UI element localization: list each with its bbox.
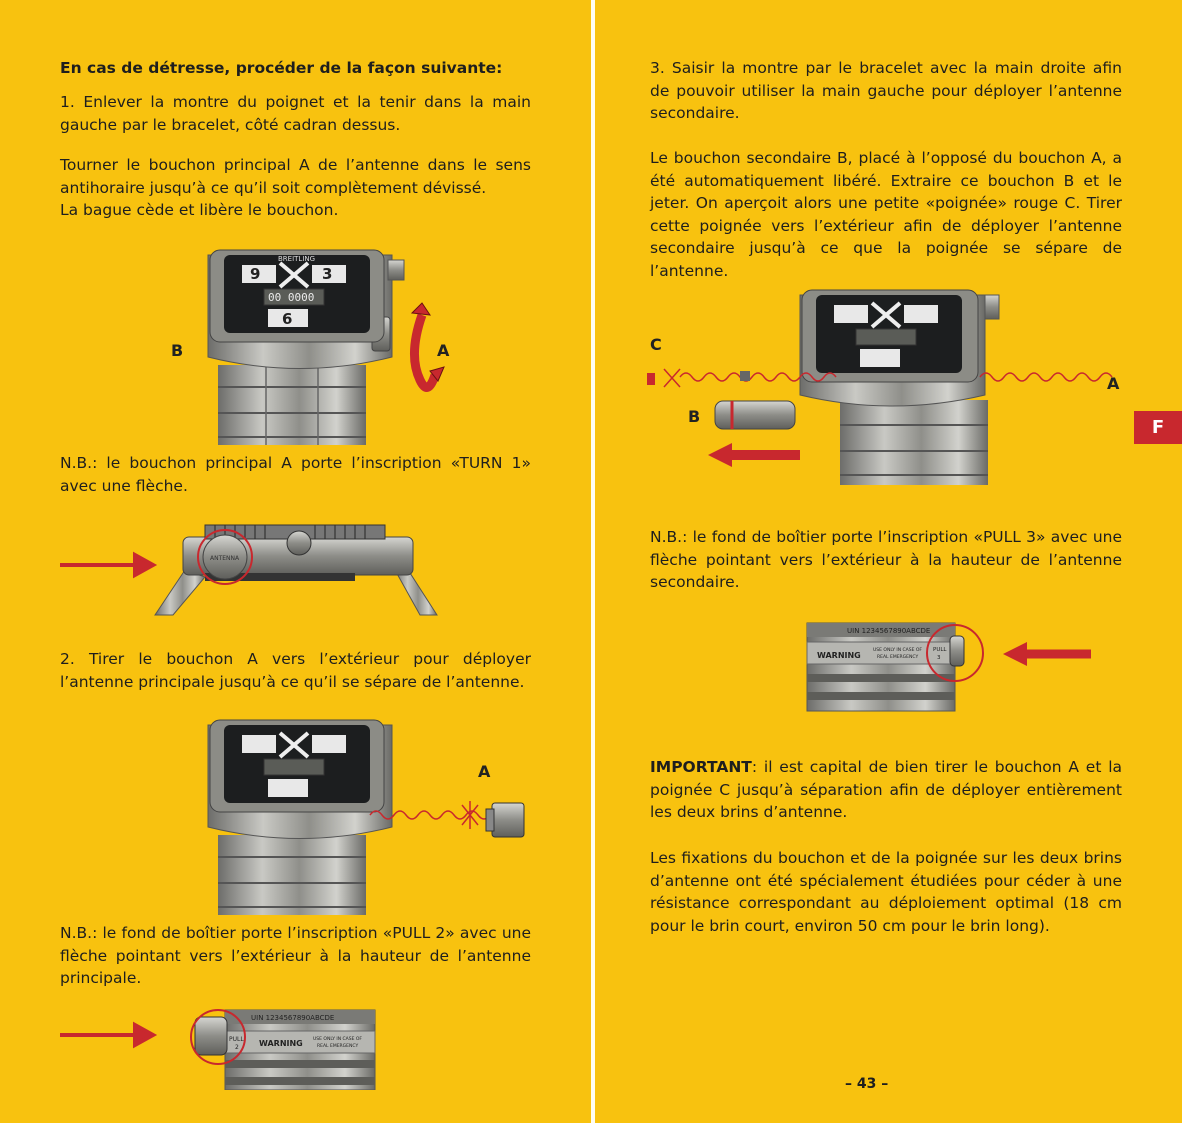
watch-side-figure: ANTENNA — [55, 515, 445, 620]
section-heading: En cas de détresse, procéder de la façon… — [60, 59, 503, 77]
label-a-pull: A — [478, 762, 491, 781]
important-paragraph: IMPORTANT: il est capital de bien tirer … — [650, 756, 1122, 824]
ring-release-text: La bague cède et libère le bouchon. — [60, 201, 339, 219]
turn-cap-paragraph: Tourner le bouchon principal A de l’ante… — [60, 154, 531, 222]
push-arrow-icon-2 — [60, 1021, 158, 1049]
watch-pull-illustration — [207, 719, 525, 915]
red-handle-c — [647, 373, 655, 385]
pull-2-number: 2 — [235, 1044, 239, 1051]
push-arrow-icon — [60, 551, 158, 579]
warning-engraving-2: WARNING — [817, 651, 861, 660]
secondary-cap-caseback — [949, 635, 965, 667]
important-text: : il est capital de bien tirer le boucho… — [650, 758, 1122, 821]
wire-anchor — [740, 371, 750, 381]
dial-digits: 00 0000 — [268, 291, 314, 304]
highlight-circle-3 — [926, 624, 984, 682]
antenna-cap-side — [202, 534, 248, 580]
step-3-paragraph: 3. Saisir la montre par le bracelet avec… — [650, 59, 1122, 122]
highlight-circle-2 — [190, 1009, 246, 1065]
watch-front-figure-turn: 00 0000 BREITLING 9 3 6 — [160, 245, 460, 445]
watch-side-illustration: ANTENNA — [60, 524, 438, 616]
emergency-engraving-2: REAL EMERGENCY — [877, 654, 918, 660]
secondary-antenna-wire — [679, 372, 837, 382]
hour-marker-6: 6 — [282, 310, 292, 328]
break-spark-icon-2 — [663, 368, 681, 388]
turn-cap-text: Tourner le bouchon principal A de l’ante… — [60, 156, 531, 197]
secondary-cap-paragraph: Le bouchon secondaire B, placé à l’oppos… — [650, 149, 1122, 280]
break-spark-icon — [461, 801, 479, 829]
label-a-right: A — [1107, 374, 1120, 393]
watch-secondary-antenna-figure — [640, 285, 1130, 485]
use-text-engraving: USE ONLY IN CASE OF — [313, 1036, 362, 1042]
label-b-right: B — [688, 407, 701, 426]
antenna-cap-caseback — [194, 1016, 228, 1056]
watch-front-illustration: 00 0000 BREITLING 9 3 6 — [207, 249, 445, 445]
uin-engraving-2: UIN 1234567890ABCDE — [847, 627, 930, 635]
use-text-engraving-2: USE ONLY IN CASE OF — [873, 647, 922, 653]
pull-3-engraving: PULL — [933, 647, 947, 653]
secondary-cap-b — [714, 400, 796, 430]
brand-logo: BREITLING — [278, 255, 315, 263]
pull-3-number: 3 — [937, 655, 941, 661]
step-1-paragraph: 1. Enlever la montre du poignet et la te… — [60, 93, 531, 134]
important-label: IMPORTANT — [650, 758, 752, 776]
caseback-figure-pull-3: UIN 1234567890ABCDE WARNING USE ONLY IN … — [805, 618, 1095, 713]
label-b: B — [171, 341, 184, 360]
warning-engraving: WARNING — [259, 1039, 303, 1048]
caseback-figure-pull-2: UIN 1234567890ABCDE PULL 2 WARNING USE O… — [55, 1005, 385, 1091]
fixations-paragraph: Les fixations du bouchon et de la poigné… — [650, 849, 1122, 935]
emergency-engraving: REAL EMERGENCY — [317, 1043, 358, 1049]
label-c: C — [650, 335, 662, 354]
crown-top — [387, 259, 405, 281]
note-pull-2: N.B.: le fond de boîtier porte l’inscrip… — [60, 924, 531, 987]
watch-front-figure-pull — [200, 715, 540, 915]
watch-secondary-illustration — [647, 289, 1113, 485]
label-a: A — [437, 341, 450, 360]
page-number: – 43 – — [845, 1076, 889, 1092]
left-page: En cas de détresse, procéder de la façon… — [55, 59, 540, 1091]
step-2-paragraph: 2. Tirer le bouchon A vers l’extérieur p… — [60, 650, 531, 691]
antenna-cap-a-detached — [491, 802, 525, 838]
note-turn-1: N.B.: le bouchon principal A porte l’ins… — [60, 454, 531, 495]
hour-marker-9: 9 — [250, 265, 260, 283]
main-antenna-wire — [979, 372, 1113, 382]
uin-engraving: UIN 1234567890ABCDE — [251, 1014, 334, 1022]
caseback-pull3-illustration: UIN 1234567890ABCDE WARNING USE ONLY IN … — [806, 622, 1091, 712]
bracelet — [218, 365, 366, 445]
right-page: 3. Saisir la montre par le bracelet avec… — [595, 0, 1182, 1123]
note-pull-3: N.B.: le fond de boîtier porte l’inscrip… — [650, 528, 1122, 591]
antenna-engraving: ANTENNA — [210, 555, 240, 562]
section-tab-f: F — [1134, 411, 1182, 444]
hour-marker-3: 3 — [322, 265, 332, 283]
page-divider — [591, 0, 595, 1123]
caseback-pull2-illustration: UIN 1234567890ABCDE PULL 2 WARNING USE O… — [60, 1009, 376, 1091]
highlight-circle — [197, 529, 253, 585]
pull-2-engraving: PULL — [229, 1036, 244, 1043]
rotation-arrow-icon — [409, 313, 440, 392]
